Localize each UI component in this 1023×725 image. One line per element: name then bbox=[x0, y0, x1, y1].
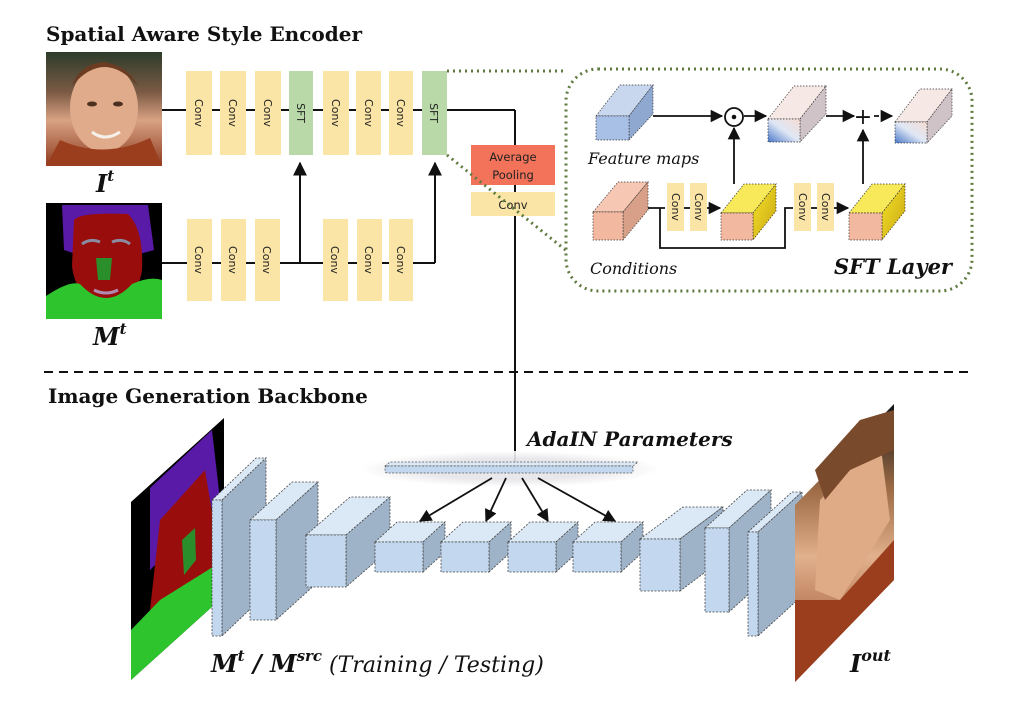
conv-block: Conv bbox=[389, 219, 413, 301]
conv-block: Conv bbox=[357, 219, 382, 301]
conv-block: Conv bbox=[323, 219, 348, 301]
adain-parameter-vector bbox=[360, 451, 660, 487]
pooling-label-line2: Pooling bbox=[492, 168, 534, 182]
sft-conv-block: Conv bbox=[667, 183, 684, 231]
post-pool-conv-block: Conv bbox=[471, 192, 555, 216]
backbone-layer-block bbox=[571, 521, 645, 573]
multiply-operator bbox=[724, 107, 744, 127]
backbone-output-image bbox=[795, 404, 894, 682]
backbone-layer-block bbox=[506, 521, 580, 573]
conv-block-label: Conv bbox=[362, 99, 375, 127]
callout-line-bottom bbox=[446, 153, 569, 254]
add-operator: + bbox=[854, 105, 872, 130]
input-photo-label-sup: t bbox=[107, 167, 114, 185]
conv-block-label: Conv bbox=[362, 246, 375, 274]
conv-block: Conv bbox=[389, 71, 413, 155]
adain-arrows bbox=[418, 477, 617, 523]
sft-layer-title: SFT Layer bbox=[834, 254, 954, 279]
backbone-input-mask bbox=[131, 418, 224, 680]
conv-block-label: Conv bbox=[394, 99, 407, 127]
backbone-layer-block bbox=[746, 491, 804, 637]
sft-block-label: SFT bbox=[427, 103, 440, 123]
sft-block: SFT bbox=[289, 71, 313, 155]
conv-block-label: Conv bbox=[260, 246, 273, 274]
conv-block: Conv bbox=[186, 71, 212, 155]
conv-block-label: Conv bbox=[261, 99, 274, 127]
output-label-sup: out bbox=[861, 646, 891, 665]
adain-parameters-label: AdaIN Parameters bbox=[525, 427, 733, 451]
conv-block-label: Conv bbox=[394, 246, 407, 274]
conv-block-label: Conv bbox=[226, 246, 239, 274]
backbone-input-label: Mt / Msrc (Training / Testing) bbox=[210, 647, 544, 678]
feature-maps-label: Feature maps bbox=[587, 149, 699, 168]
input-mask bbox=[46, 203, 162, 319]
pooling-label-line1: Average bbox=[489, 150, 536, 164]
conv-block: Conv bbox=[255, 71, 281, 155]
input-mask-label: Mt bbox=[92, 320, 127, 351]
backbone-section-title: Image Generation Backbone bbox=[48, 384, 368, 408]
sft-block-label: SFT bbox=[294, 103, 307, 123]
encoder-bottom-row: Conv Conv Conv Conv Conv Conv bbox=[187, 219, 413, 301]
conv-block: Conv bbox=[255, 219, 280, 301]
sft-block: SFT bbox=[422, 71, 447, 155]
sft-conv-label: Conv bbox=[796, 193, 809, 221]
output-label-base: I bbox=[849, 649, 862, 678]
conv-block: Conv bbox=[187, 219, 212, 301]
modulated-feature-cube bbox=[767, 84, 827, 143]
feature-map-cube bbox=[595, 83, 654, 141]
backbone-layer-block bbox=[439, 521, 513, 573]
input-label-m2-sup: src bbox=[297, 647, 322, 665]
sft-conv-block: Conv bbox=[817, 183, 834, 231]
input-photo-label-base: I bbox=[95, 169, 108, 198]
conv-block: Conv bbox=[220, 71, 246, 155]
backbone-layer-block bbox=[373, 521, 447, 573]
input-label-mode: (Training / Testing) bbox=[322, 653, 544, 678]
shift-parameter-cube bbox=[848, 182, 906, 242]
scale-parameter-cube bbox=[720, 182, 777, 242]
backbone-blocks bbox=[211, 457, 804, 637]
post-pool-conv-label: Conv bbox=[498, 198, 527, 212]
input-photo bbox=[46, 52, 162, 166]
sft-conv-block: Conv bbox=[690, 183, 707, 231]
average-pooling-block: Average Pooling bbox=[471, 145, 555, 185]
backbone-layer-block bbox=[304, 496, 392, 588]
conv-block-label: Conv bbox=[226, 99, 239, 127]
encoder-top-row: Conv Conv Conv SFT Conv Conv Conv SFT bbox=[186, 71, 447, 155]
conv-block-label: Conv bbox=[328, 246, 341, 274]
sft-conv-label: Conv bbox=[692, 193, 705, 221]
input-mask-label-sup: t bbox=[120, 320, 127, 338]
sft-conv-label: Conv bbox=[669, 193, 682, 221]
conv-block-label: Conv bbox=[192, 99, 205, 127]
conditions-cube bbox=[592, 181, 649, 241]
sft-conv-label: Conv bbox=[819, 193, 832, 221]
encoder-section-title: Spatial Aware Style Encoder bbox=[46, 22, 362, 46]
input-mask-label-base: M bbox=[92, 322, 121, 351]
input-label-m: M bbox=[210, 649, 239, 678]
output-feature-cube bbox=[894, 87, 953, 144]
sft-conv-block: Conv bbox=[794, 183, 811, 231]
input-label-m2: M bbox=[269, 649, 298, 678]
input-label-separator: / bbox=[245, 649, 270, 678]
conditions-label: Conditions bbox=[590, 259, 677, 278]
backbone-output-label: Iout bbox=[849, 646, 892, 678]
input-label-m-sup: t bbox=[238, 647, 245, 665]
conv-block: Conv bbox=[356, 71, 381, 155]
input-photo-label: It bbox=[95, 167, 114, 198]
conv-block: Conv bbox=[221, 219, 246, 301]
sft-layer-panel: + Feature maps Conv Conv bbox=[564, 67, 974, 293]
conv-block-label: Conv bbox=[329, 99, 342, 127]
conv-block-label: Conv bbox=[192, 246, 205, 274]
conv-block: Conv bbox=[323, 71, 349, 155]
